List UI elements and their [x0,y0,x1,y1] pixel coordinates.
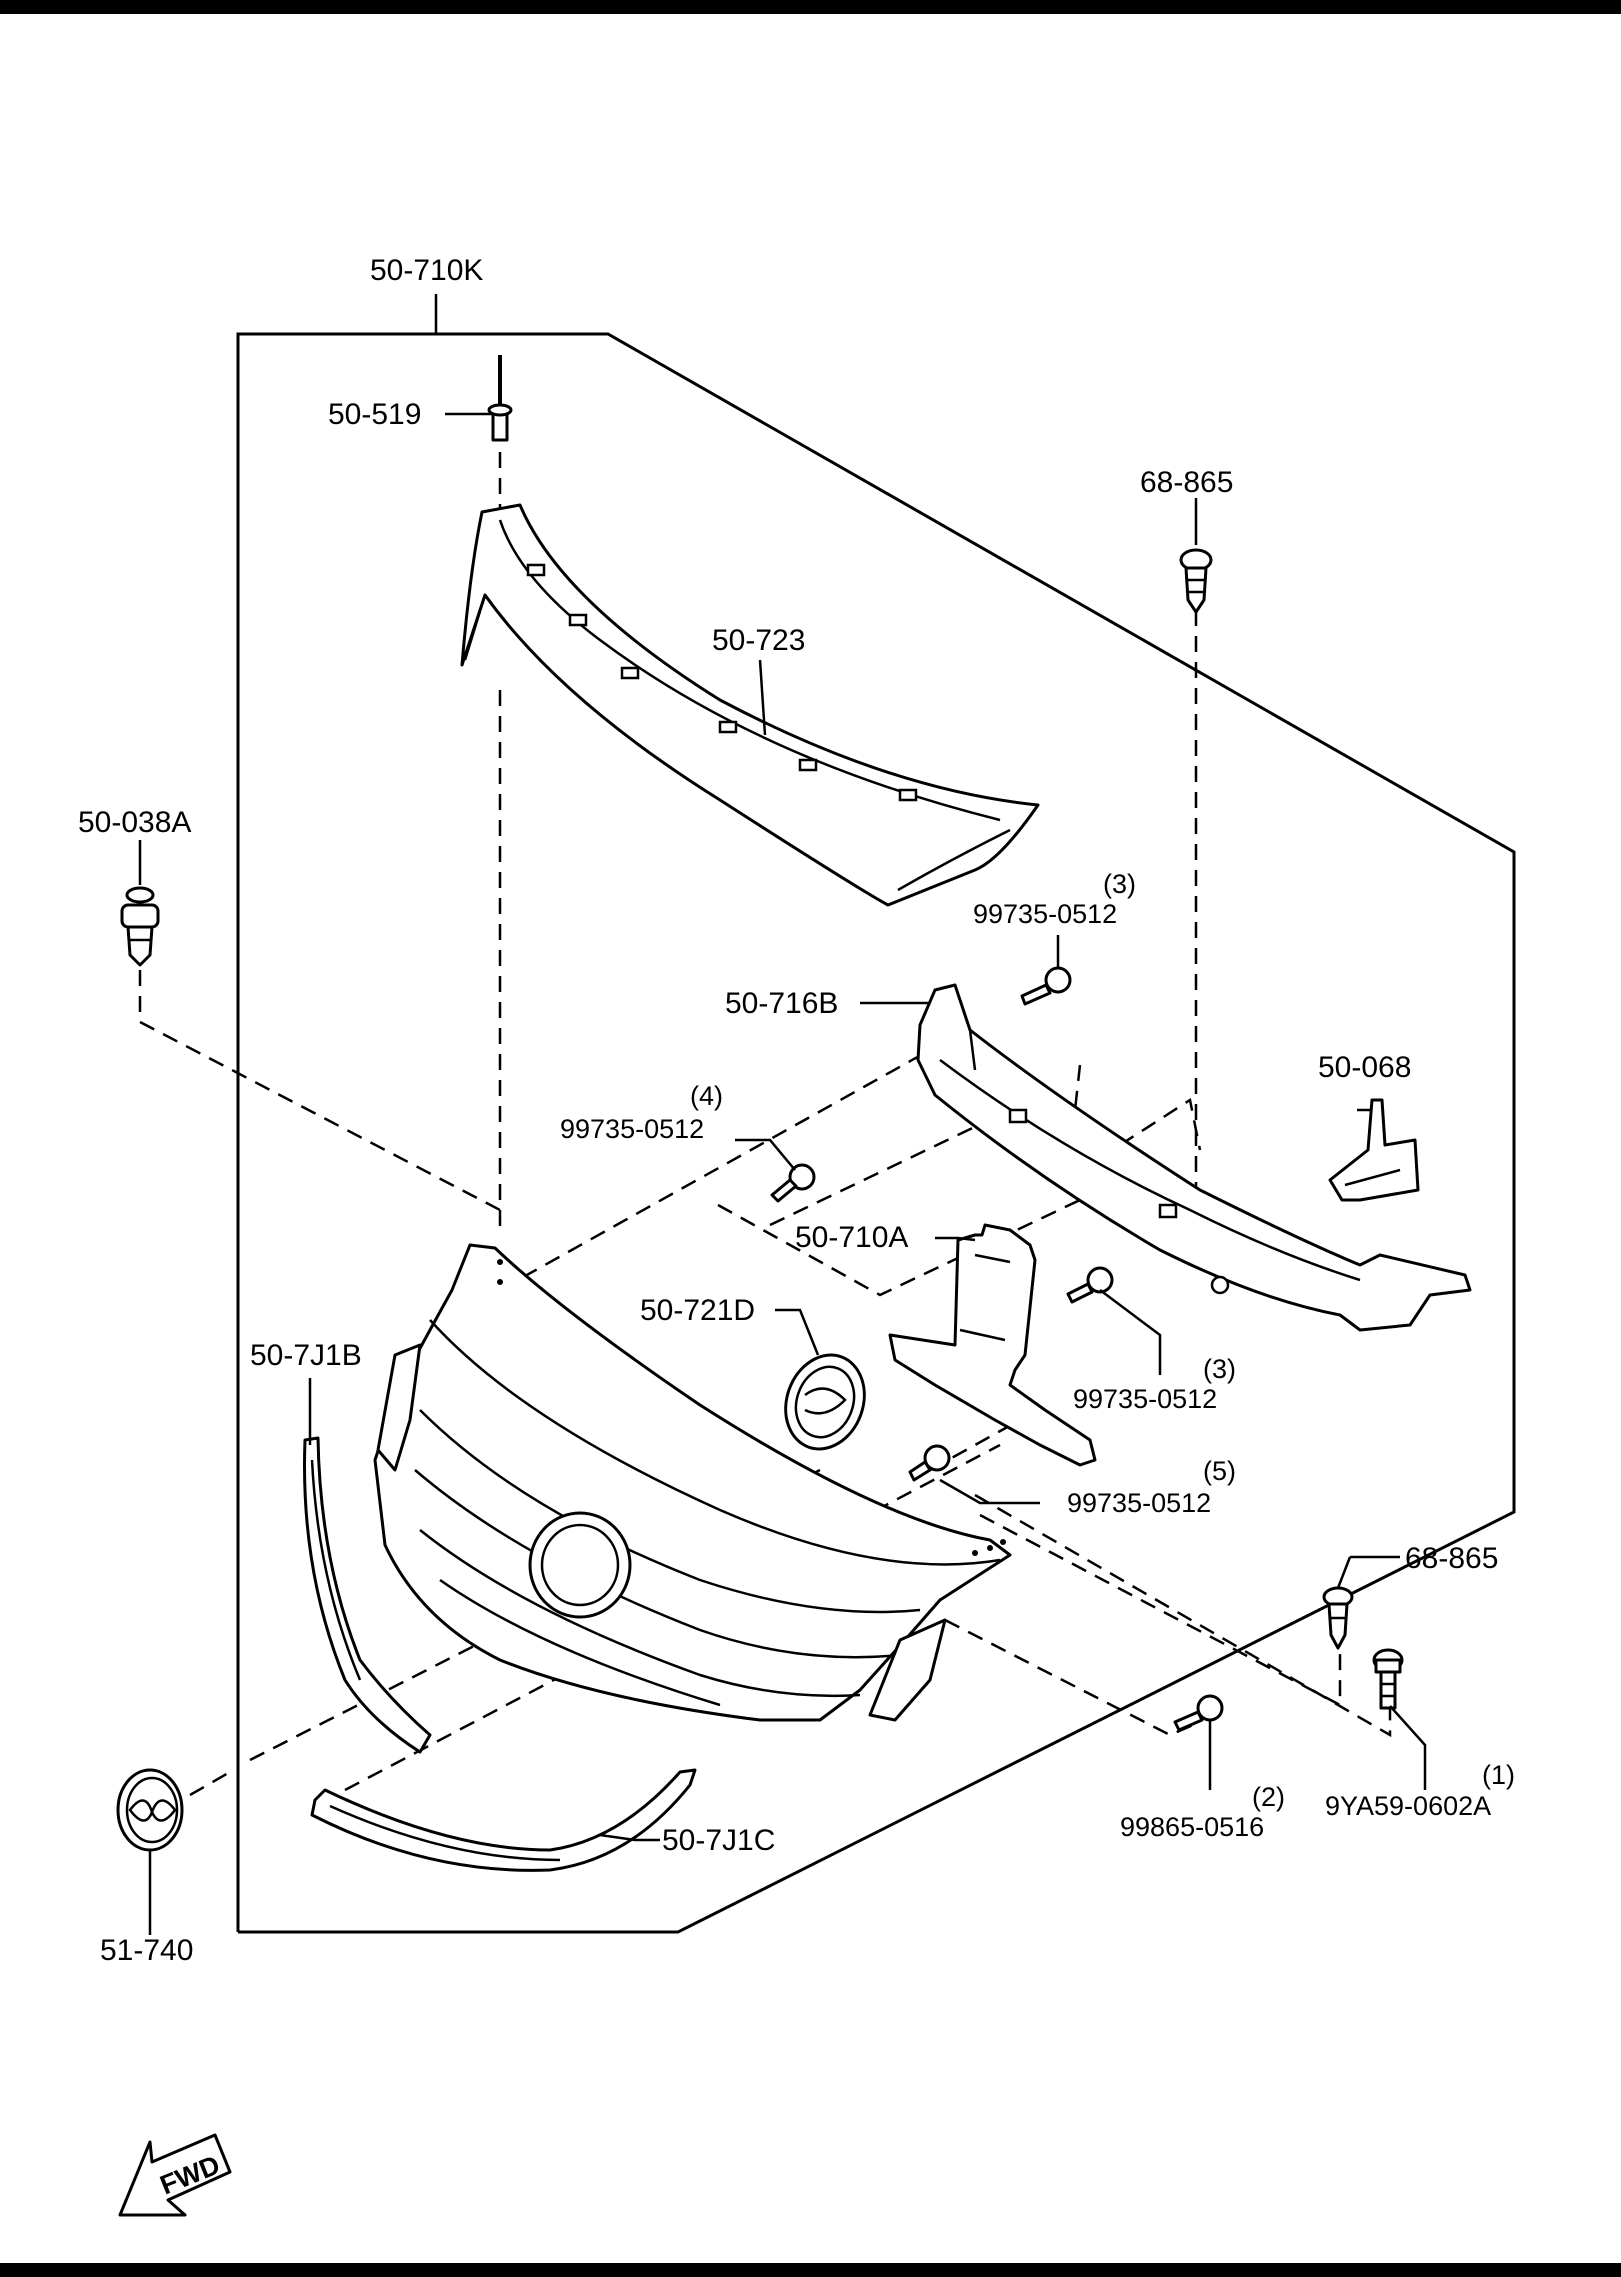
label-bolt-3a-qty: (3) [1103,869,1136,899]
bolt-99735-0512-c[interactable] [1066,1266,1114,1304]
bracket-50-710A[interactable] [888,1223,1097,1467]
molding-50-7J1C[interactable] [310,1768,697,1872]
label-bolt-5: 99735-0512 [1067,1488,1211,1518]
top-rule [0,0,1621,14]
grille-assembly[interactable] [373,1243,1012,1722]
label-emblem: 51-740 [100,1934,193,1967]
label-molding-left: 50-7J1B [250,1339,362,1372]
label-bolt-3a: 99735-0512 [973,899,1117,929]
label-clip-left: 50-038A [78,806,191,839]
label-screw-2-qty: (2) [1252,1782,1285,1812]
label-bolt-3b: 99735-0512 [1073,1384,1217,1414]
label-clip-top: 50-519 [328,398,421,431]
label-bolt-5-qty: (5) [1203,1456,1236,1486]
fwd-arrow-icon: FWD [118,2133,232,2217]
screw-99865-0516[interactable] [1173,1694,1224,1732]
bolt-99735-0512-a[interactable] [1020,966,1072,1006]
bracket-50-068[interactable] [1328,1098,1420,1202]
bolt-99735-0512-d[interactable] [908,1444,951,1482]
molding-50-723[interactable] [460,503,1040,907]
label-molding-upper: 50-723 [712,624,805,657]
emblem-base-50-721D[interactable] [773,1344,877,1460]
kit-frame [236,332,1516,1934]
label-emblem-inner: 50-721D [640,1294,755,1327]
label-bolt-1-qty: (1) [1482,1760,1515,1790]
part-labels: 50-710K 50-519 68-865 50-723 50-038A (3)… [78,254,1515,1967]
mazda-emblem-icon [128,1799,177,1822]
label-clip-68865-low: 68-865 [1405,1542,1498,1575]
bracket-50-716B[interactable] [916,983,1472,1332]
label-clip-68865-top: 68-865 [1140,466,1233,499]
bolt-9YA59-0602A[interactable] [1372,1648,1404,1710]
label-bolt-1: 9YA59-0602A [1325,1791,1491,1821]
label-screw-2: 99865-0516 [1120,1812,1264,1842]
label-bracket-068: 50-068 [1318,1051,1411,1084]
label-bolt-4: 99735-0512 [560,1114,704,1144]
label-bracket-716b: 50-716B [725,987,838,1020]
bolt-99735-0512-b[interactable] [770,1163,816,1203]
label-molding-lower: 50-7J1C [662,1824,775,1857]
label-bolt-4-qty: (4) [690,1081,723,1111]
clip-50-038A[interactable] [120,886,160,967]
molding-50-7J1B[interactable] [303,1436,432,1754]
clip-68-865-top[interactable] [1179,548,1213,614]
leader-lines [138,412,1427,1935]
label-bracket-710a: 50-710A [795,1221,908,1254]
label-kit: 50-710K [370,254,483,287]
clip-68-865-low[interactable] [1322,1586,1354,1650]
emblem-51-740[interactable] [116,1768,184,1852]
bottom-rule [0,2263,1621,2277]
label-bolt-3b-qty: (3) [1203,1354,1236,1384]
clip-50-519[interactable] [487,355,513,442]
